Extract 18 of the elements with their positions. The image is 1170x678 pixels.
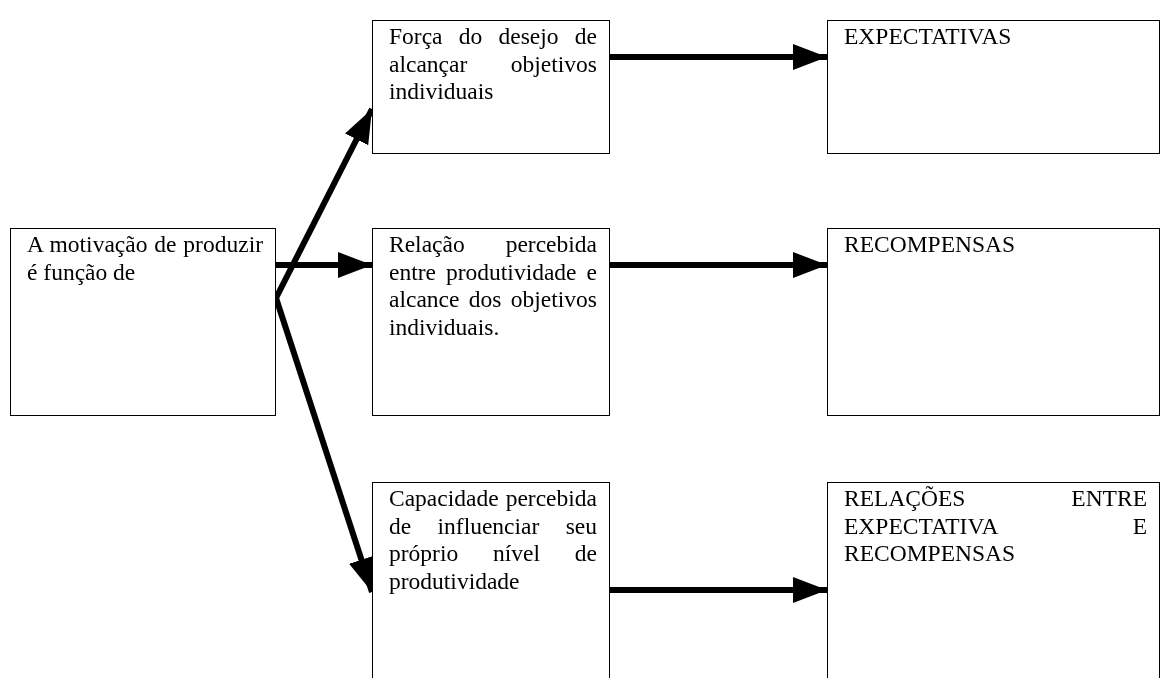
- box-text: RECOMPENSAS: [844, 231, 1017, 259]
- box-text: A motivação de produzir é função de: [27, 231, 263, 286]
- process-box: [10, 228, 276, 416]
- arrow: [610, 252, 827, 278]
- process-box: [372, 228, 610, 416]
- arrow: [276, 252, 372, 278]
- process-box: [372, 20, 610, 154]
- arrow: [610, 44, 827, 70]
- box-text: Capacidade percebida de influenciar seu próprio nível de produtividade: [389, 485, 597, 595]
- arrow: [610, 577, 827, 603]
- process-box: [372, 482, 610, 678]
- process-box: [827, 482, 1160, 678]
- box-text: Força do desejo de alcançar objetivos individuais: [389, 23, 597, 106]
- process-box: [827, 228, 1160, 416]
- box-text: EXPECTATIVAS: [844, 23, 1013, 51]
- box-text: RELAÇÕES ENTRE EXPECTATIVA E RECOMPENSAS: [844, 485, 1147, 568]
- process-box: [827, 20, 1160, 154]
- box-text: Relação percebida entre produtividade e alcance dos objetivos individuais.: [389, 231, 597, 341]
